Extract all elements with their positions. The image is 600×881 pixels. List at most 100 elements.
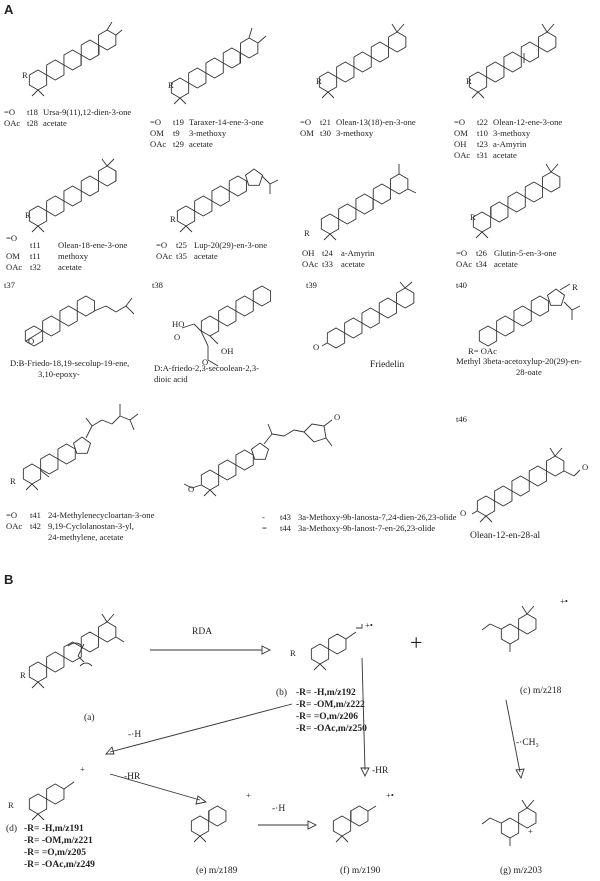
r-label: R — [22, 70, 28, 80]
r-label: R — [25, 210, 31, 220]
structure-alpha-amyrin — [320, 164, 417, 241]
compound-name-2: acetate — [494, 259, 518, 269]
compound-id-2: t11 — [30, 251, 41, 261]
compound-id-2: t35 — [176, 251, 187, 261]
compound-id-1: t22 — [477, 117, 488, 127]
compound-id-1: t26 — [476, 248, 487, 258]
compound-name-line1: D:B-Friedo-18,19-secolup-19-ene, — [10, 358, 130, 368]
scheme-parent-structure-a — [28, 613, 125, 689]
compound-name-line2: dioic acid — [154, 374, 188, 384]
arrow-minus-ch3 — [505, 699, 525, 780]
scheme-fragment-g — [481, 799, 537, 846]
substituent-2: OAc — [456, 259, 473, 269]
structure-label-d: (d) — [6, 824, 18, 834]
compound-name: Olean-12-en-28-al — [470, 531, 541, 541]
fragment-d-row: -R= -OM,m/z221 — [24, 836, 93, 846]
radical-cation-sign: +• — [365, 620, 373, 630]
compound-name-1: Glutin-5-en-3-one — [494, 248, 557, 258]
compound-name-1: 3a-Methoxy-9b-lanosta-7,24-dien-26,23-ol… — [298, 512, 457, 522]
cation-sign: + — [528, 826, 533, 836]
structure-methylenecycloartanone — [22, 404, 139, 491]
panel-label-a: A — [4, 2, 14, 17]
radical-cation-sign: +• — [560, 596, 568, 606]
scheme-fragment-b — [310, 624, 363, 671]
scheme-fragment-c — [481, 605, 537, 652]
structure-oleanenone-13-18 — [318, 23, 407, 99]
cation-sign: + — [80, 764, 85, 774]
substituent-2: OAc — [4, 118, 21, 128]
fragment-d-row: -R= -H,m/z191 — [24, 824, 84, 834]
structure-label-c: (c) m/z218 — [520, 686, 562, 696]
r-label: R — [8, 800, 14, 810]
compound-name-1: Lup-20(29)-en-3-one — [194, 240, 268, 250]
structure-label-b: (b) — [276, 688, 288, 698]
bond-symbol-2: = — [262, 523, 267, 533]
substituent-1: =O — [150, 117, 162, 127]
substituent-1: =O — [300, 117, 312, 127]
minus-hr-label-1: -HR — [372, 766, 389, 776]
scheme-fragment-d — [28, 781, 75, 821]
structure-taraxerone — [170, 27, 267, 105]
compound-id-2: t42 — [30, 521, 41, 531]
compound-name-2: acetate — [341, 259, 365, 269]
rda-label: RDA — [192, 627, 213, 637]
compound-name-line1: D:A-friedo-2,3-secoolean-2,3- — [154, 363, 259, 373]
minus-ch3-label: -·CH₃ — [516, 738, 539, 748]
compound-id-2: t30 — [320, 128, 331, 138]
substituent-2: OAc — [156, 251, 173, 261]
epoxide-o-label: O — [28, 336, 35, 346]
substituent-1: =O — [156, 240, 168, 250]
substituent-2: OM — [6, 251, 20, 261]
fragment-d-row: -R= =O,m/z205 — [24, 848, 87, 858]
compound-name-2: acetate — [43, 118, 67, 128]
structure-methoxylanostaolide — [183, 419, 333, 497]
compound-id: t40 — [456, 280, 467, 290]
fragment-b-row: -R= -OM,m/z222 — [296, 700, 365, 710]
compound-name-1: Ursa-9(11),12-dien-3-one — [43, 107, 132, 117]
structure-oleanenone-12 — [468, 23, 557, 99]
compound-id-3: t23 — [477, 139, 488, 149]
structure-ursadienone — [28, 21, 123, 97]
compound-id-1: t41 — [30, 510, 41, 520]
compound-name-2: 3a-Methoxy-9b-lanost-7-en-26,23-olide — [298, 523, 436, 533]
compound-name-line2: 3,10-epoxy- — [38, 369, 80, 379]
r-label: R — [20, 670, 26, 680]
substituent-3: OAc — [150, 139, 167, 149]
compound-name-2: acetate — [194, 251, 218, 261]
scheme-fragment-f — [332, 805, 377, 843]
ketone-o-label: O — [313, 342, 320, 352]
compound-name-1: Olean-13(18)-en-3-one — [336, 117, 416, 127]
compound-id-1: t24 — [322, 248, 333, 258]
plus-sign: + — [410, 630, 423, 655]
compound-id-2: t33 — [322, 259, 333, 269]
arrow-minus-hr-2 — [109, 773, 208, 805]
compound-id-1: t18 — [27, 107, 38, 117]
compound-id-1: t11 — [30, 240, 41, 250]
r-label: R — [466, 76, 472, 86]
compound-id-2: t28 — [27, 118, 38, 128]
substituent-1: =O — [6, 510, 18, 520]
compound-name-4: acetate — [493, 150, 517, 160]
cation-sign: + — [246, 790, 251, 800]
compound-name-2: 3-methoxy — [189, 128, 227, 138]
compound-id-1: t43 — [280, 512, 291, 522]
structure-lupenone — [176, 168, 279, 233]
scheme-fragment-e — [190, 805, 227, 843]
r-label: R — [470, 212, 476, 222]
structure-glutinone — [472, 163, 561, 239]
bond-symbol-1: - — [262, 512, 265, 522]
structure-label-g: (g) m/z203 — [500, 866, 542, 876]
substituent-2: OM — [300, 128, 314, 138]
radical-cation-sign: +• — [386, 790, 394, 800]
compound-id: t38 — [152, 280, 163, 290]
substituent-2: OAc — [6, 521, 23, 531]
substituent-2: OAc — [302, 259, 319, 269]
compound-id: t37 — [4, 280, 15, 290]
substituent-1: =O — [4, 107, 16, 117]
acid-oh-label: OH — [221, 346, 234, 356]
substituent-3: OAc — [6, 262, 23, 272]
compound-id-3: t32 — [30, 262, 41, 272]
methoxy-o-label: O — [188, 484, 195, 494]
compound-id: t39 — [306, 280, 317, 290]
structure-friedo-secolupene-epoxide — [24, 295, 135, 347]
